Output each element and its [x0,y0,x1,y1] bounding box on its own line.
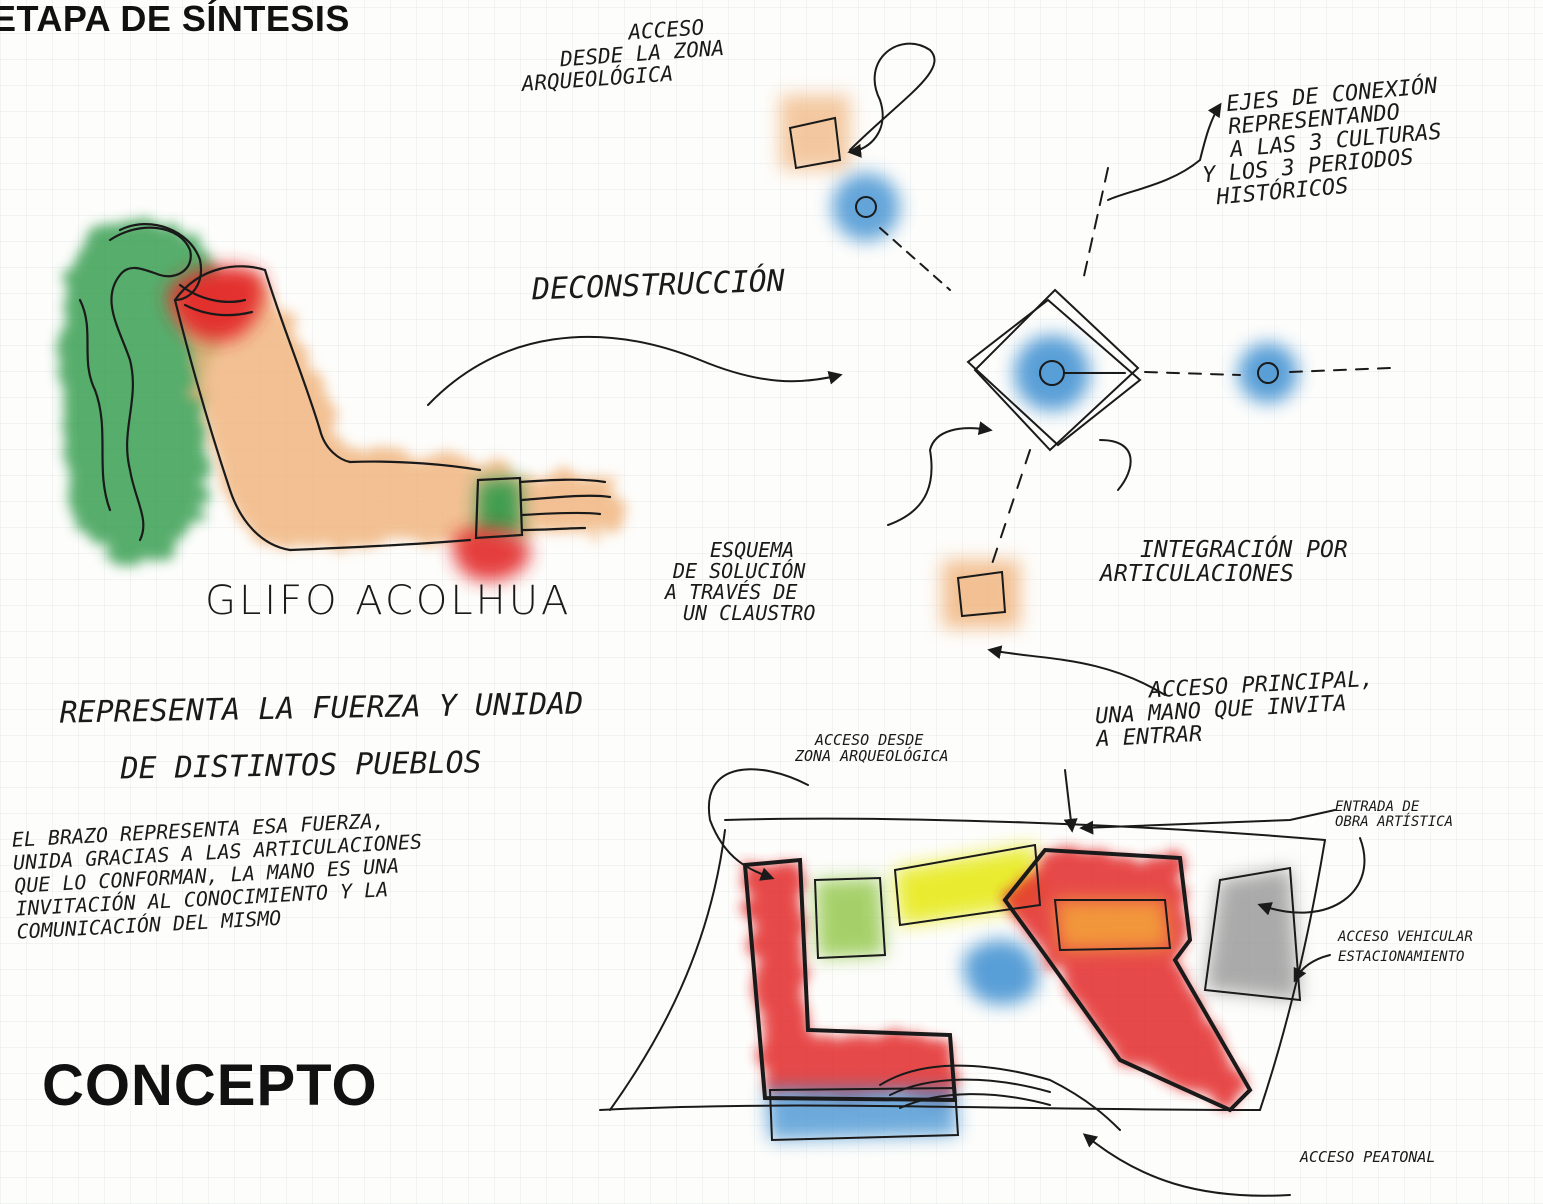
glifo-acolhua-drawing [59,220,630,581]
entrada-obra-note: Entrada de obra artística [1335,800,1453,829]
note-line: a través de [665,580,798,604]
gray-wash [1205,868,1300,1000]
esquema-solucion-note: Esquema de solución a través de un claus… [665,540,815,624]
brazo-description: El brazo representa esa fuerza, unida gr… [11,807,426,943]
stage-heading: ETAPA DE SÍNTESIS [0,0,350,39]
note-line: Integración por [1140,537,1348,563]
yellow-wash [895,845,1040,925]
tan-wash-bottom [942,560,1020,628]
note-line: articulaciones [1100,561,1294,588]
note-line: Acceso desde [815,731,924,749]
blue-wash-bottom [765,1088,958,1140]
note-line: de distintos pueblos [120,745,483,787]
note-line: obra artística [1335,813,1454,830]
note-line: Esquema [710,538,795,562]
site-plan [599,645,1366,1197]
note-line: zona arqueológica [795,746,949,765]
wrist-red-wash [452,528,531,581]
acceso-peatonal-note: Acceso peatonal [1300,1148,1436,1166]
red-wash-left [745,860,955,1100]
shoulder-red-wash [168,265,265,341]
lightgreen-wash [815,878,885,958]
articulation-schema [427,42,1391,628]
deconstruccion-note: Deconstrucción [531,263,786,308]
wrist-green-wash [476,478,522,538]
blue-wash-top [832,173,900,241]
note-line: Entrada de [1335,799,1420,815]
note-line: Acceso vehicular [1338,929,1473,945]
ejes-conexion-note: Ejes de conexión representando a las 3 c… [1195,74,1446,211]
note-line: de solución [673,559,806,583]
blue-wash-center [1014,335,1090,411]
glifo-acolhua-label: Glifo Acolhua [205,578,572,624]
note-line: estacionamiento [1338,948,1465,965]
acceso-vehicular-note: Acceso vehicular estacionamiento [1338,928,1473,967]
orange-wash [1055,900,1170,950]
note-line: Representa la fuerza y unidad [59,686,584,731]
representa-note: Representa la fuerza y unidad de distint… [59,675,585,798]
blue-wash-right [1238,343,1298,403]
note-line: un claustro [683,601,816,625]
blue-wash-court [963,939,1039,1005]
acceso-desde-zona-note: Acceso desde zona arqueológica [795,731,949,765]
integracion-note: Integración por articulaciones [1100,538,1348,586]
concept-heading: CONCEPTO [42,1053,378,1118]
acceso-principal-note: Acceso principal, una mano que invita a … [1093,667,1376,753]
